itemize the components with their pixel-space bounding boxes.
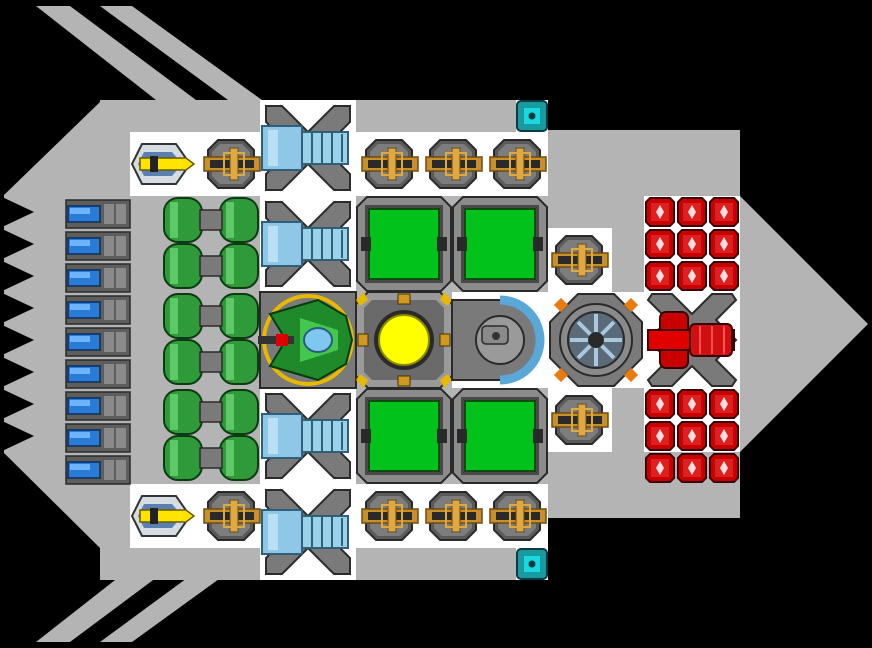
- blue-thruster-icon[interactable]: [65, 263, 131, 293]
- red-ammo-icon[interactable]: [677, 421, 707, 451]
- brass-gun-icon[interactable]: [489, 139, 547, 189]
- orange-engine-icon[interactable]: [549, 293, 643, 387]
- yellow-reactor-icon[interactable]: [355, 291, 453, 389]
- brass-gun-icon[interactable]: [361, 491, 419, 541]
- green-cargo-icon[interactable]: [452, 388, 548, 484]
- green-cargo-icon[interactable]: [356, 196, 452, 292]
- red-ammo-icon[interactable]: [677, 229, 707, 259]
- brass-gun-icon[interactable]: [203, 491, 261, 541]
- brass-gun-icon[interactable]: [489, 491, 547, 541]
- red-ammo-icon[interactable]: [645, 229, 675, 259]
- green-cargo-icon[interactable]: [452, 196, 548, 292]
- red-ammo-icon[interactable]: [645, 421, 675, 451]
- cyan-sensor-icon[interactable]: [516, 548, 548, 580]
- brass-gun-icon[interactable]: [425, 139, 483, 189]
- red-ammo-icon[interactable]: [709, 453, 739, 483]
- blue-thruster-icon[interactable]: [65, 423, 131, 453]
- red-ammo-icon[interactable]: [645, 261, 675, 291]
- red-ammo-icon[interactable]: [709, 261, 739, 291]
- brass-gun-icon[interactable]: [203, 139, 261, 189]
- red-ammo-icon[interactable]: [645, 389, 675, 419]
- blue-thruster-icon[interactable]: [65, 455, 131, 485]
- red-ammo-icon[interactable]: [645, 197, 675, 227]
- green-cockpit-icon[interactable]: [258, 291, 357, 389]
- blue-thruster-icon[interactable]: [65, 199, 131, 229]
- red-missile-icon[interactable]: [646, 293, 738, 387]
- thruster-group: [65, 199, 131, 485]
- red-ammo-icon[interactable]: [709, 229, 739, 259]
- red-ammo-icon[interactable]: [645, 453, 675, 483]
- cyan-sensor-icon[interactable]: [516, 100, 548, 132]
- red-ammo-icon[interactable]: [677, 197, 707, 227]
- blue-thruster-icon[interactable]: [65, 359, 131, 389]
- blue-thruster-icon[interactable]: [65, 391, 131, 421]
- brass-gun-icon[interactable]: [361, 139, 419, 189]
- blue-thruster-icon[interactable]: [65, 231, 131, 261]
- blue-thruster-icon[interactable]: [65, 295, 131, 325]
- brass-gun-icon[interactable]: [551, 235, 609, 285]
- blue-thruster-icon[interactable]: [65, 327, 131, 357]
- red-ammo-icon[interactable]: [677, 453, 707, 483]
- brass-gun-icon[interactable]: [425, 491, 483, 541]
- red-ammo-icon[interactable]: [677, 389, 707, 419]
- red-ammo-icon[interactable]: [677, 261, 707, 291]
- red-ammo-icon[interactable]: [709, 389, 739, 419]
- red-ammo-icon[interactable]: [709, 197, 739, 227]
- shield-generator-icon[interactable]: [451, 292, 548, 388]
- brass-gun-icon[interactable]: [551, 395, 609, 445]
- red-ammo-icon[interactable]: [709, 421, 739, 451]
- green-cargo-icon[interactable]: [356, 388, 452, 484]
